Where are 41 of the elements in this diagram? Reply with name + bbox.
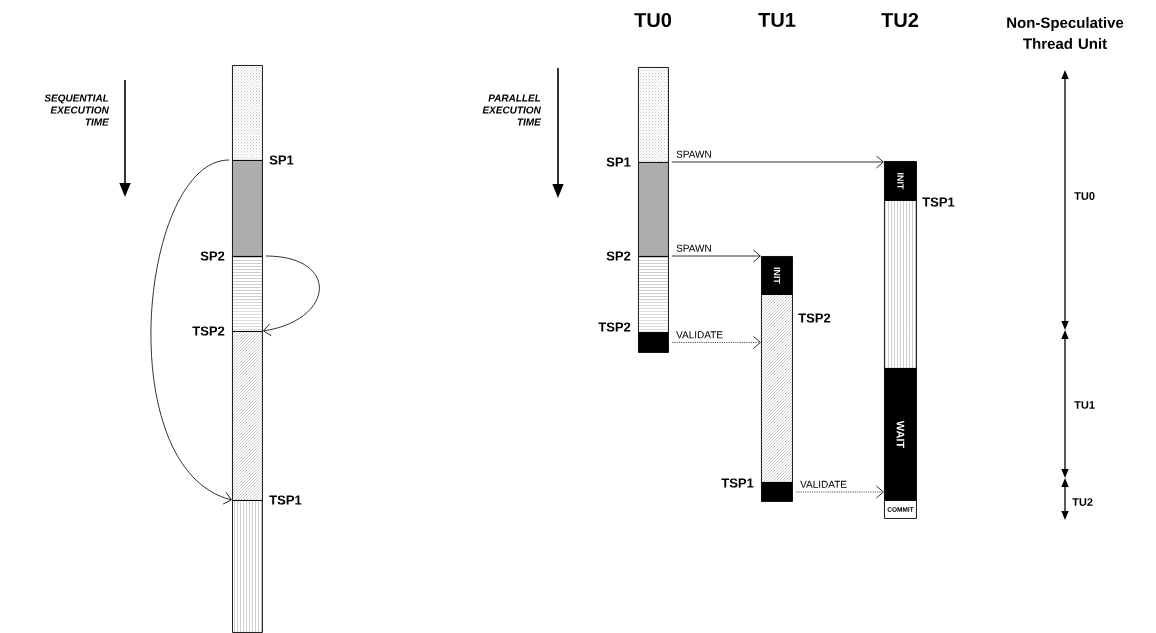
time-label: SEQUENTIAL EXECUTION TIME [44,94,110,126]
bar-segment [884,200,917,369]
column-heading: TU2 [881,12,919,28]
bar-segment [638,162,669,257]
bar-segment [232,160,263,257]
bar-segment [232,500,263,633]
edge-label: VALIDATE [799,479,848,489]
arrow [671,155,884,169]
phase-box: INIT [884,161,917,201]
dotted-arrow [671,336,761,349]
bar-segment [761,482,793,502]
edge-label: VALIDATE [675,330,724,340]
point-label: SP2 [606,251,631,261]
bar-segment [638,332,669,353]
point-label: SP2 [200,251,225,261]
point-label: SP1 [606,157,631,167]
bar-segment [761,294,793,483]
arrow [671,249,761,263]
curved-arrow [150,159,232,505]
edge-label: SPAWN [675,243,713,253]
point-label: TSP2 [192,326,225,336]
axis-title: Non-Speculative Thread Unit [1007,17,1124,49]
time-label: PARALLEL EXECUTION TIME [482,94,542,126]
phase-box: INIT [761,256,793,295]
point-label: TSP2 [598,322,631,332]
column-heading: TU0 [634,12,672,28]
dimension-label: TU1 [1074,401,1095,409]
bar-segment [232,331,263,501]
dimension-label: TU2 [1072,498,1093,506]
point-label: TSP1 [721,478,754,488]
phase-box: WAIT [884,368,917,501]
point-label: TSP1 [922,197,955,207]
point-label: TSP1 [269,495,302,505]
curved-arrow [263,255,320,337]
column-heading: TU1 [758,13,796,27]
bar-segment [232,256,263,332]
point-label: TSP2 [798,313,831,323]
point-label: SP1 [269,155,294,165]
edge-label: SPAWN [675,149,713,159]
dotted-arrow [795,485,884,499]
dimension-label: TU0 [1074,192,1095,200]
